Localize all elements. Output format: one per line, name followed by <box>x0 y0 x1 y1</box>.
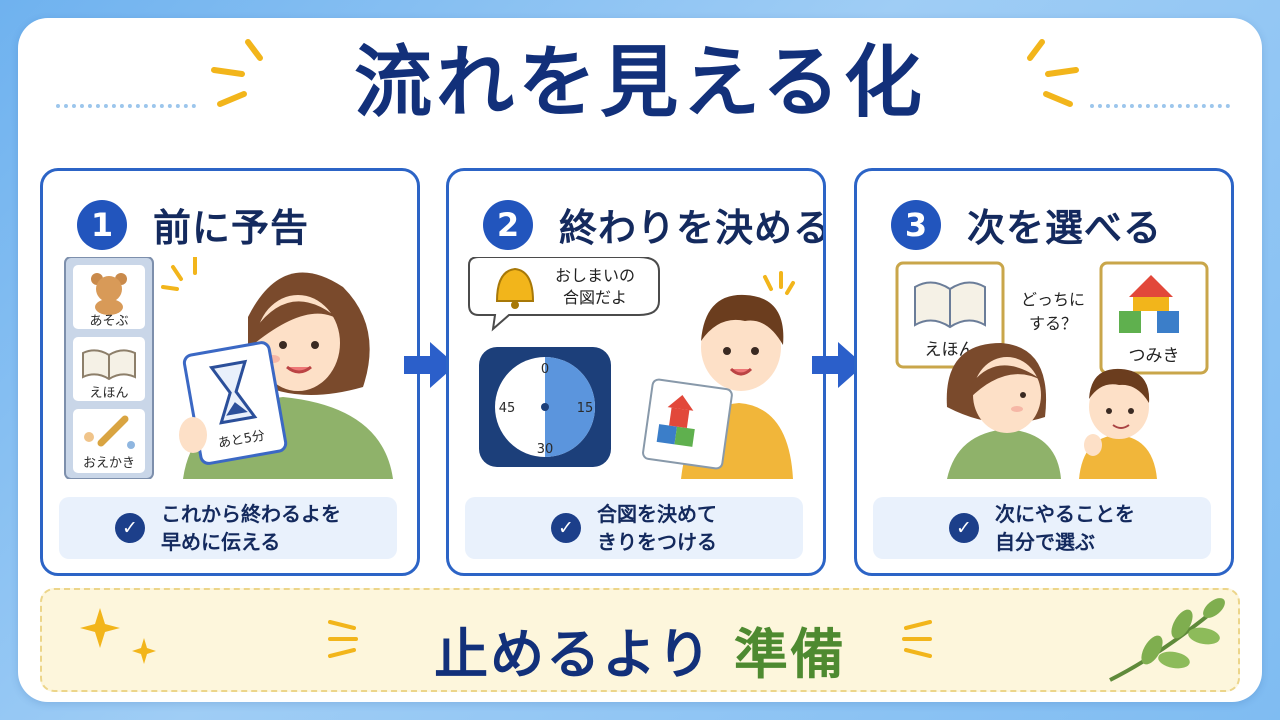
sparkle-rays-right-icon <box>1027 39 1079 107</box>
note-line: 合図を決めて <box>597 502 717 526</box>
step-3-header: 3 次を選べる <box>891 197 1162 252</box>
step-2-header: 2 終わりを決める <box>483 197 826 252</box>
schedule-label: あそぶ <box>89 314 128 329</box>
note-line: これから終わるよを <box>161 502 341 526</box>
timer-remaining-wedge <box>545 357 595 457</box>
blocks-icon <box>1119 275 1179 333</box>
choice-card-book: えほん <box>895 261 1005 369</box>
choice-label: つみき <box>1129 346 1180 366</box>
slogan-main: 止めるより <box>434 623 714 686</box>
title-dots-right <box>1090 104 1230 108</box>
step-title: 次を選べる <box>967 206 1163 250</box>
note-line: きりをつける <box>597 530 717 554</box>
step-2-illustration: おしまいの 合図だよ 0 15 30 45 <box>468 257 795 479</box>
bell-icon <box>495 267 535 309</box>
step-title: 終わりを決める <box>559 206 826 250</box>
speech-line: 合図だよ <box>563 288 627 307</box>
hand <box>179 417 207 453</box>
timer-label: 45 <box>499 401 516 416</box>
step-card-1: 1 前に予告 あそぶ えほん おえかき <box>40 168 420 576</box>
step-3-illustration: えほん どっちに する？ つみき <box>895 261 1209 479</box>
hourglass-icon <box>208 359 258 425</box>
schedule-card-draw <box>73 409 145 473</box>
choice-card-blocks: つみき <box>1099 261 1209 375</box>
speech-bubble: おしまいの 合図だよ <box>468 257 660 332</box>
timer-label: 30 <box>537 442 554 457</box>
question-line: する？ <box>1029 314 1077 333</box>
check-icon: ✓ <box>551 513 581 543</box>
note-line: 次にやることを <box>995 502 1135 526</box>
accent-rays-right-icon <box>902 620 932 658</box>
step-1-header: 1 前に予告 <box>77 197 309 252</box>
speech-line: おしまいの <box>555 266 635 285</box>
attention-rays-icon <box>161 257 197 291</box>
question-line: どっちに <box>1021 290 1085 309</box>
step-number-badge: 3 <box>891 199 941 250</box>
accent-rays-left-icon <box>328 620 358 658</box>
footer-slogan: 止めるより 準備 <box>42 610 1238 689</box>
crayon-icon <box>84 415 135 449</box>
note-line: 自分で選ぶ <box>995 530 1095 554</box>
timer-label: 0 <box>541 362 549 377</box>
sparkle-rays-left-icon <box>211 39 263 107</box>
step-note: ✓ 次にやることを 自分で選ぶ <box>873 497 1211 559</box>
step-1-illustration: あそぶ えほん おえかき あ <box>64 257 393 479</box>
hourglass-card: あと5分 <box>182 341 288 465</box>
schedule-label: おえかき <box>83 456 135 471</box>
step-number-badge: 1 <box>77 199 127 250</box>
leaf-branch-icon <box>1109 598 1225 682</box>
parent-figure <box>946 343 1061 479</box>
step-card-2: 2 終わりを決める おしまいの 合図だよ 0 15 30 45 <box>446 168 826 576</box>
open-book-icon <box>914 281 986 329</box>
arrow-right-icon <box>404 342 456 388</box>
check-icon: ✓ <box>115 513 145 543</box>
step-number-badge: 2 <box>483 199 533 250</box>
open-book-icon <box>82 349 136 381</box>
visual-timer: 0 15 30 45 <box>479 347 611 467</box>
note-line: 早めに伝える <box>161 530 281 554</box>
step-title: 前に予告 <box>153 206 310 250</box>
step-card-3: 3 次を選べる えほん どっちに する？ つみき <box>854 168 1234 576</box>
step-note: ✓ 合図を決めて きりをつける <box>465 497 803 559</box>
blocks-icon <box>656 395 695 447</box>
step-note: ✓ これから終わるよを 早めに伝える <box>59 497 397 559</box>
footer-banner: 止めるより 準備 <box>40 588 1240 692</box>
check-icon: ✓ <box>949 513 979 543</box>
page-title: 流れを見える化 <box>354 38 926 128</box>
blocks-card <box>642 378 733 470</box>
arrow-right-icon <box>812 342 864 388</box>
title-dots-left <box>56 104 196 108</box>
slogan-highlight: 準備 <box>733 623 846 686</box>
child-figure <box>1079 368 1157 479</box>
sparkle-icon <box>80 608 156 664</box>
timer-label: 15 <box>577 401 594 416</box>
schedule-label: えほん <box>89 386 128 401</box>
teddy-bear-icon <box>91 273 127 315</box>
attention-rays-icon <box>763 271 795 295</box>
